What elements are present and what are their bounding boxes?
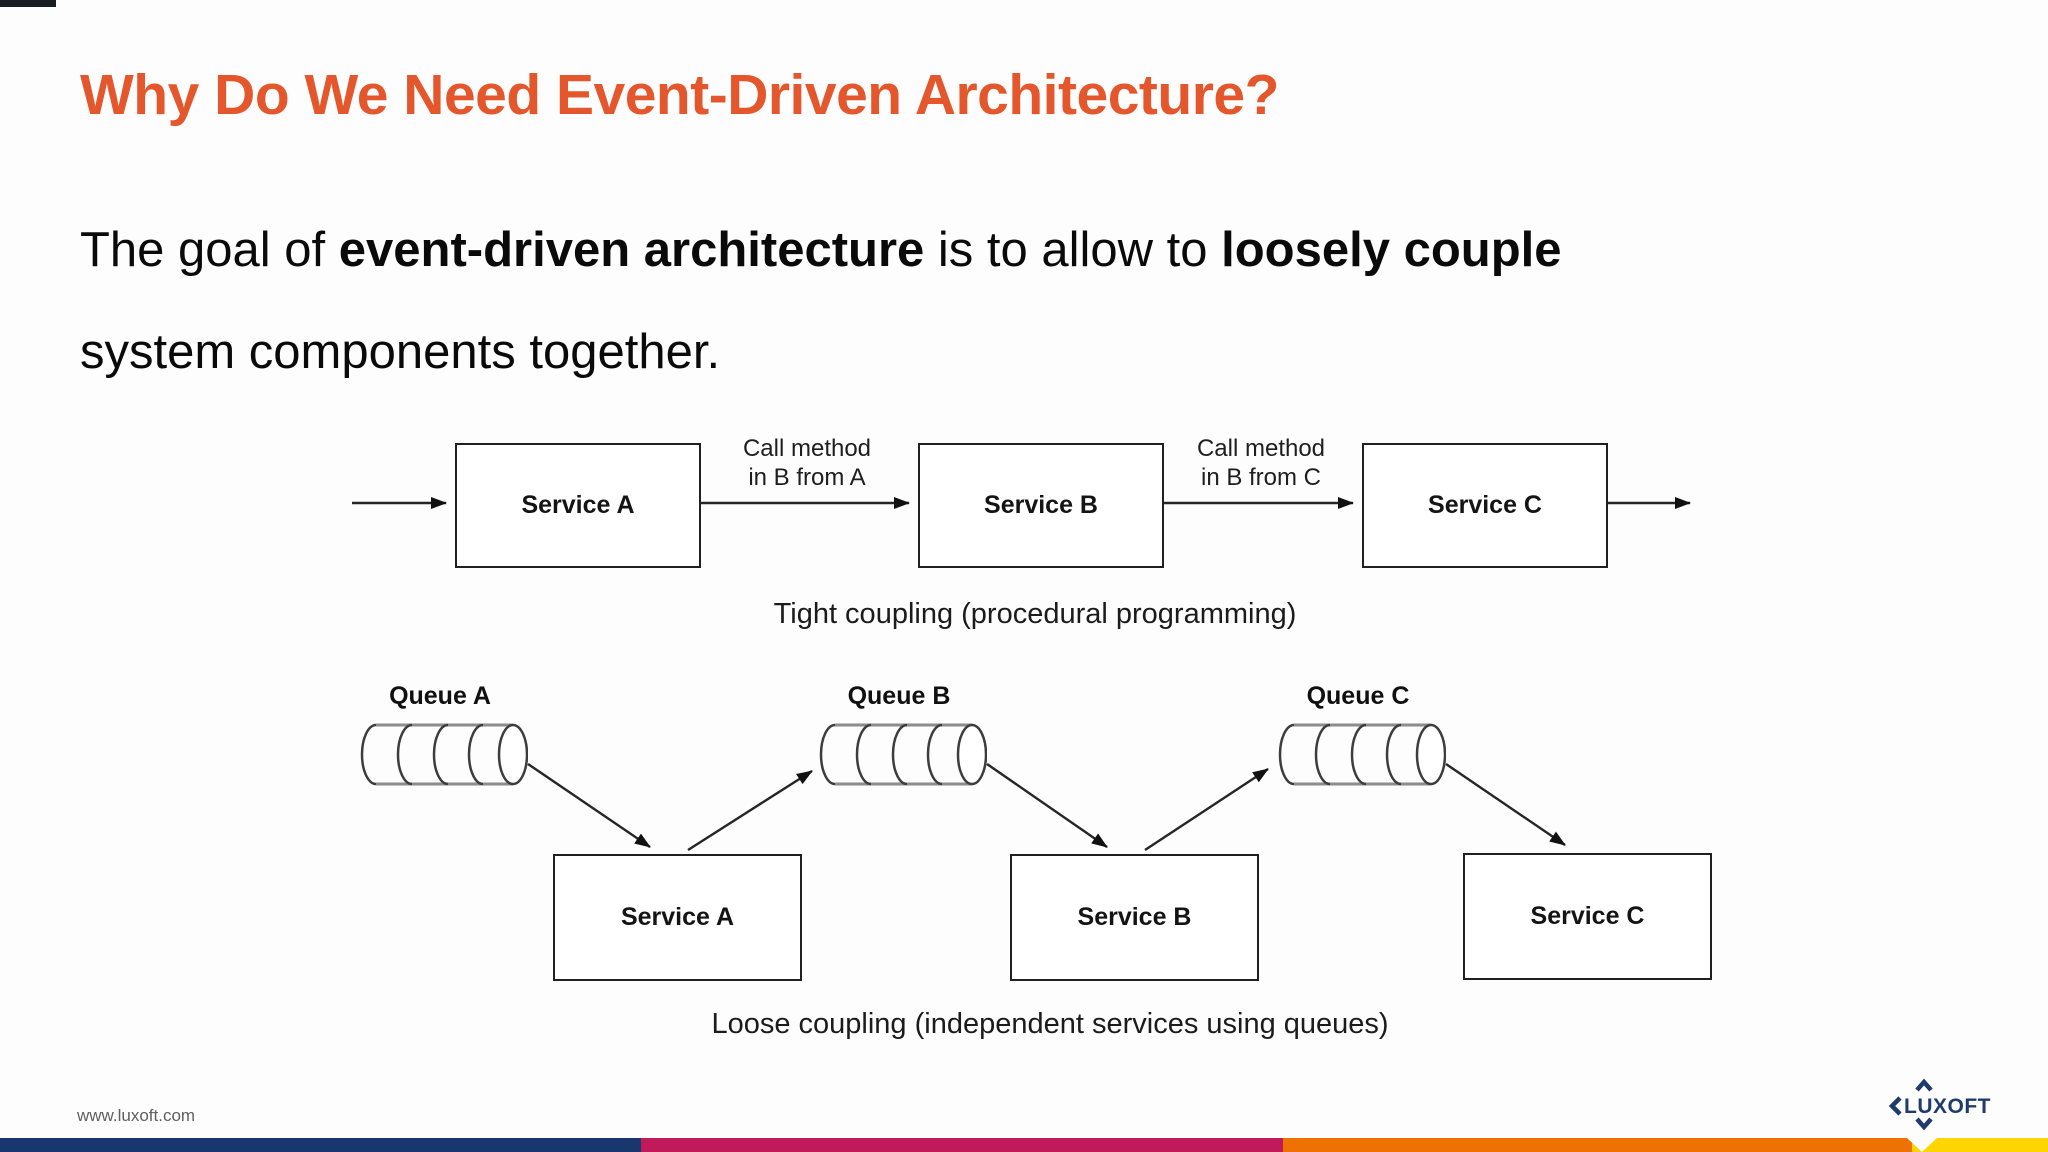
arrow-label-line: in B from C bbox=[1200, 464, 1322, 491]
footer-bar-crimson bbox=[641, 1138, 1283, 1152]
body-segment: The goal of bbox=[80, 223, 339, 277]
footer-url: www.luxoft.com bbox=[77, 1106, 196, 1125]
luxoft-logo: LUXOFT bbox=[1888, 1078, 1991, 1131]
footer-bar-navy bbox=[0, 1138, 641, 1152]
footer-bar-logo-notch bbox=[1907, 1138, 1937, 1152]
queue-b-cylinder-icon bbox=[819, 723, 987, 786]
body-segment: is to allow to bbox=[924, 223, 1222, 277]
queue-c-label: Queue C bbox=[1306, 682, 1410, 710]
body-text-line-2: system components together. bbox=[80, 325, 721, 379]
arrow-label-line: Call method bbox=[742, 435, 872, 462]
queue-a-cylinder-icon bbox=[360, 723, 528, 786]
arrow-label-line: Call method bbox=[1196, 435, 1326, 462]
body-segment-bold: loosely couple bbox=[1221, 223, 1562, 277]
screen-artifact-strip bbox=[0, 0, 56, 7]
chevron-up-icon bbox=[1915, 1078, 1933, 1092]
service-a-box: Service A bbox=[455, 443, 701, 568]
arrow-label-a-to-b: Call method in B from A bbox=[697, 434, 917, 492]
logo-wordmark: LUXOFT bbox=[1904, 1095, 1991, 1118]
queue-c-cylinder-icon bbox=[1278, 723, 1446, 786]
footer-bar-orange bbox=[1283, 1138, 1912, 1152]
service-c-box-loose: Service C bbox=[1463, 853, 1712, 980]
service-b-box-loose: Service B bbox=[1010, 854, 1259, 981]
footer-bar-yellow bbox=[1912, 1138, 2048, 1152]
body-text-line-1: The goal of event-driven architecture is… bbox=[80, 222, 1562, 278]
service-a-box-loose: Service A bbox=[553, 854, 802, 981]
queue-b-label: Queue B bbox=[847, 682, 951, 710]
slide-title: Why Do We Need Event-Driven Architecture… bbox=[80, 63, 1279, 127]
queue-a-label: Queue A bbox=[389, 682, 491, 710]
chevron-down-icon bbox=[1915, 1117, 1933, 1131]
arrow-label-line: in B from A bbox=[748, 464, 866, 491]
tight-coupling-caption: Tight coupling (procedural programming) bbox=[773, 598, 1297, 630]
arrow-label-b-to-c: Call method in B from C bbox=[1151, 434, 1371, 492]
service-c-box: Service C bbox=[1362, 443, 1608, 568]
service-b-box: Service B bbox=[918, 443, 1164, 568]
body-segment-bold: event-driven architecture bbox=[338, 223, 925, 277]
chevron-left-icon bbox=[1888, 1096, 1902, 1116]
loose-coupling-caption: Loose coupling (independent services usi… bbox=[711, 1008, 1389, 1040]
